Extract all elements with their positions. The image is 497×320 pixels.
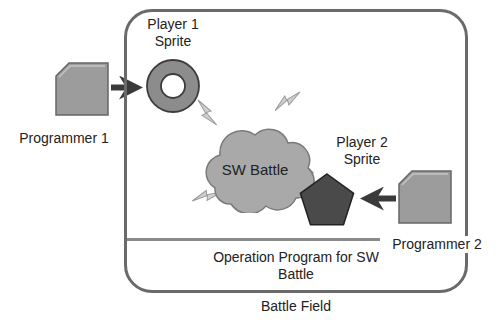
- node-label: Programmer 1: [12, 130, 116, 147]
- sw-battle-cloud: SW Battle: [190, 118, 320, 213]
- node-label: Player 1 Sprite: [140, 16, 206, 50]
- torus-outer-edge: [147, 60, 199, 112]
- node-label: Battle Field: [127, 298, 465, 315]
- pentagon-outline: [300, 174, 353, 225]
- node-label: SW Battle: [190, 161, 320, 178]
- programmer-icon: [55, 62, 109, 116]
- node-label: Player 2 Sprite: [326, 134, 398, 168]
- programmer-icon-body: [399, 171, 451, 223]
- torus-sprite: [145, 58, 201, 114]
- programmer-icon-bevel: [59, 66, 105, 77]
- programming-arrow: [111, 85, 131, 91]
- lightning-bolt: [192, 100, 222, 125]
- pentagon-sprite: [296, 172, 358, 228]
- node-label: Programmer 2: [380, 236, 494, 253]
- programmer-2: Programmer 2: [380, 168, 494, 260]
- lightning-bolt: [275, 86, 300, 116]
- player-2-sprite: Player 2 Sprite: [296, 134, 406, 232]
- programmer-icon-bevel: [402, 174, 448, 185]
- programmer-icon-body: [56, 63, 108, 115]
- programmer-1: Programmer 1: [12, 60, 116, 152]
- torus-inner-edge: [161, 74, 185, 98]
- player-1-sprite: Player 1 Sprite: [140, 16, 206, 116]
- programming-arrow: [372, 196, 396, 202]
- torus-body: [154, 67, 192, 105]
- programmer-icon: [398, 170, 452, 224]
- node-label: Operation Program for SW Battle: [211, 249, 381, 283]
